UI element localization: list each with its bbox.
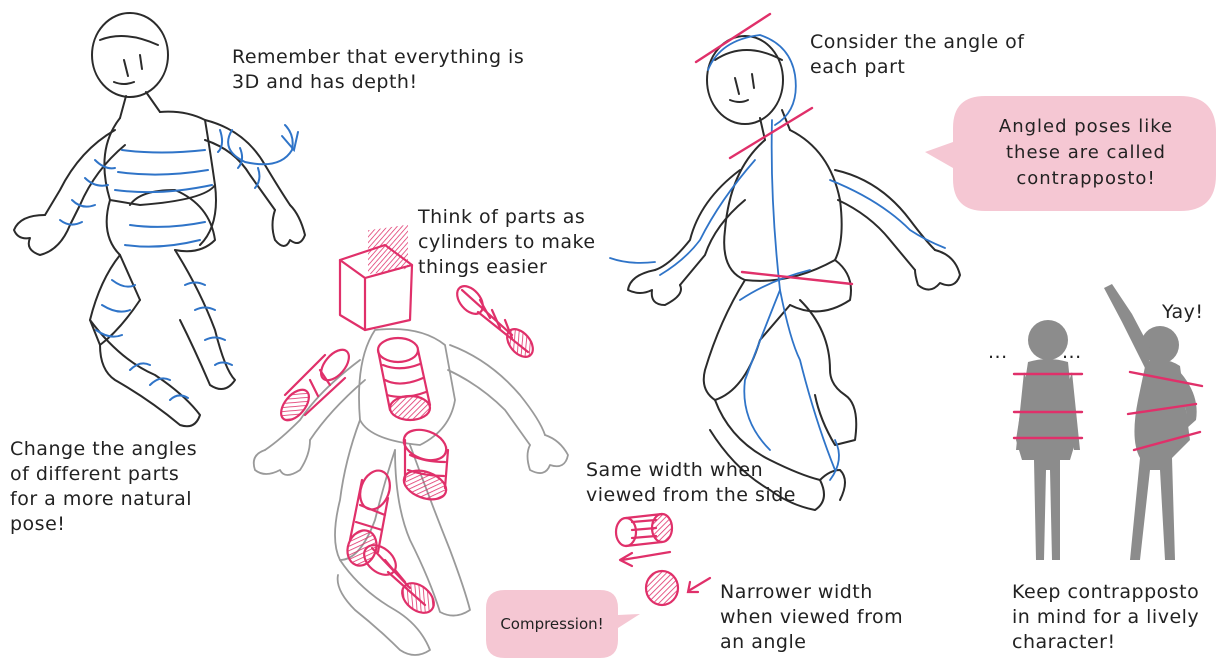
yay-label: Yay! (1162, 300, 1204, 325)
depth-note: Remember that everything is 3D and has d… (232, 45, 572, 95)
figure-contrapposto-angles (610, 14, 960, 510)
narrower-width-note: Narrower width when viewed from an angle (720, 580, 930, 655)
keep-contrapposto-note: Keep contrapposto in mind for a lively c… (1012, 580, 1222, 655)
cylinders-note: Think of parts as cylinders to make thin… (418, 205, 638, 280)
angles-note: Change the angles of different parts for… (10, 437, 240, 537)
silhouette-contrapposto-pose (1104, 284, 1197, 560)
angle-each-part-note: Consider the angle of each part (810, 30, 1050, 80)
ellipsis-left: ... (988, 340, 1008, 365)
contrapposto-bubble-text: Angled poses like these are called contr… (962, 114, 1210, 192)
cylinder-width-demo (616, 514, 710, 605)
compression-bubble-text: Compression! (486, 611, 618, 637)
ellipsis-right: ... (1062, 340, 1082, 365)
same-width-note: Same width when viewed from the side (586, 458, 816, 508)
